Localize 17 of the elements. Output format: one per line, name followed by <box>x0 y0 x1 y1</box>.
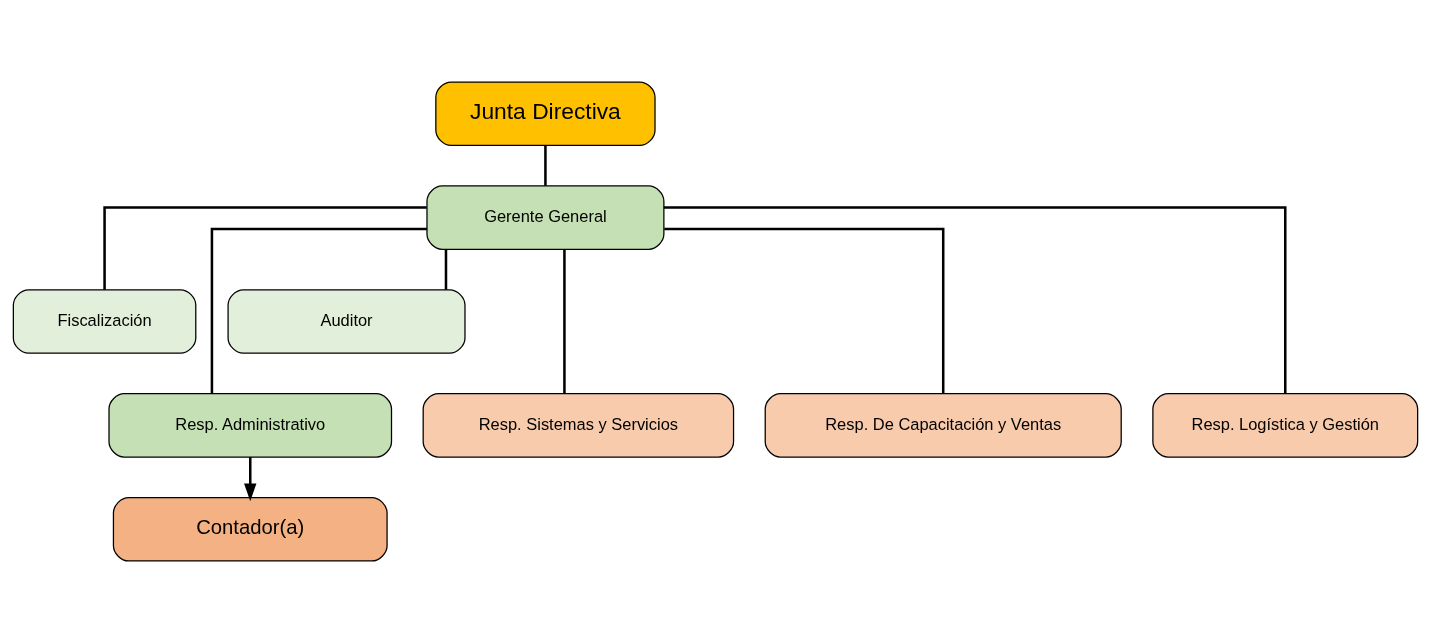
connector <box>663 205 1287 394</box>
node-box: Resp. Logística y Gestión <box>1152 392 1419 458</box>
connector <box>544 144 547 186</box>
node-box: Auditor <box>227 288 466 354</box>
node-box: Resp. De Capacitación y Ventas <box>764 392 1122 458</box>
connector <box>664 227 945 393</box>
node-box: Resp. Sistemas y Servicios <box>422 392 735 458</box>
node-box: Junta Directiva <box>435 80 656 146</box>
connector <box>210 227 427 393</box>
node-box: Resp. Administrativo <box>108 392 393 458</box>
node-box: Fiscalización <box>12 288 197 354</box>
node-box: Gerente General <box>426 184 665 250</box>
connector <box>103 205 427 290</box>
node-box: Contador(a) <box>112 496 388 562</box>
connector <box>563 249 566 394</box>
arrow <box>244 456 257 501</box>
connector <box>444 248 448 290</box>
